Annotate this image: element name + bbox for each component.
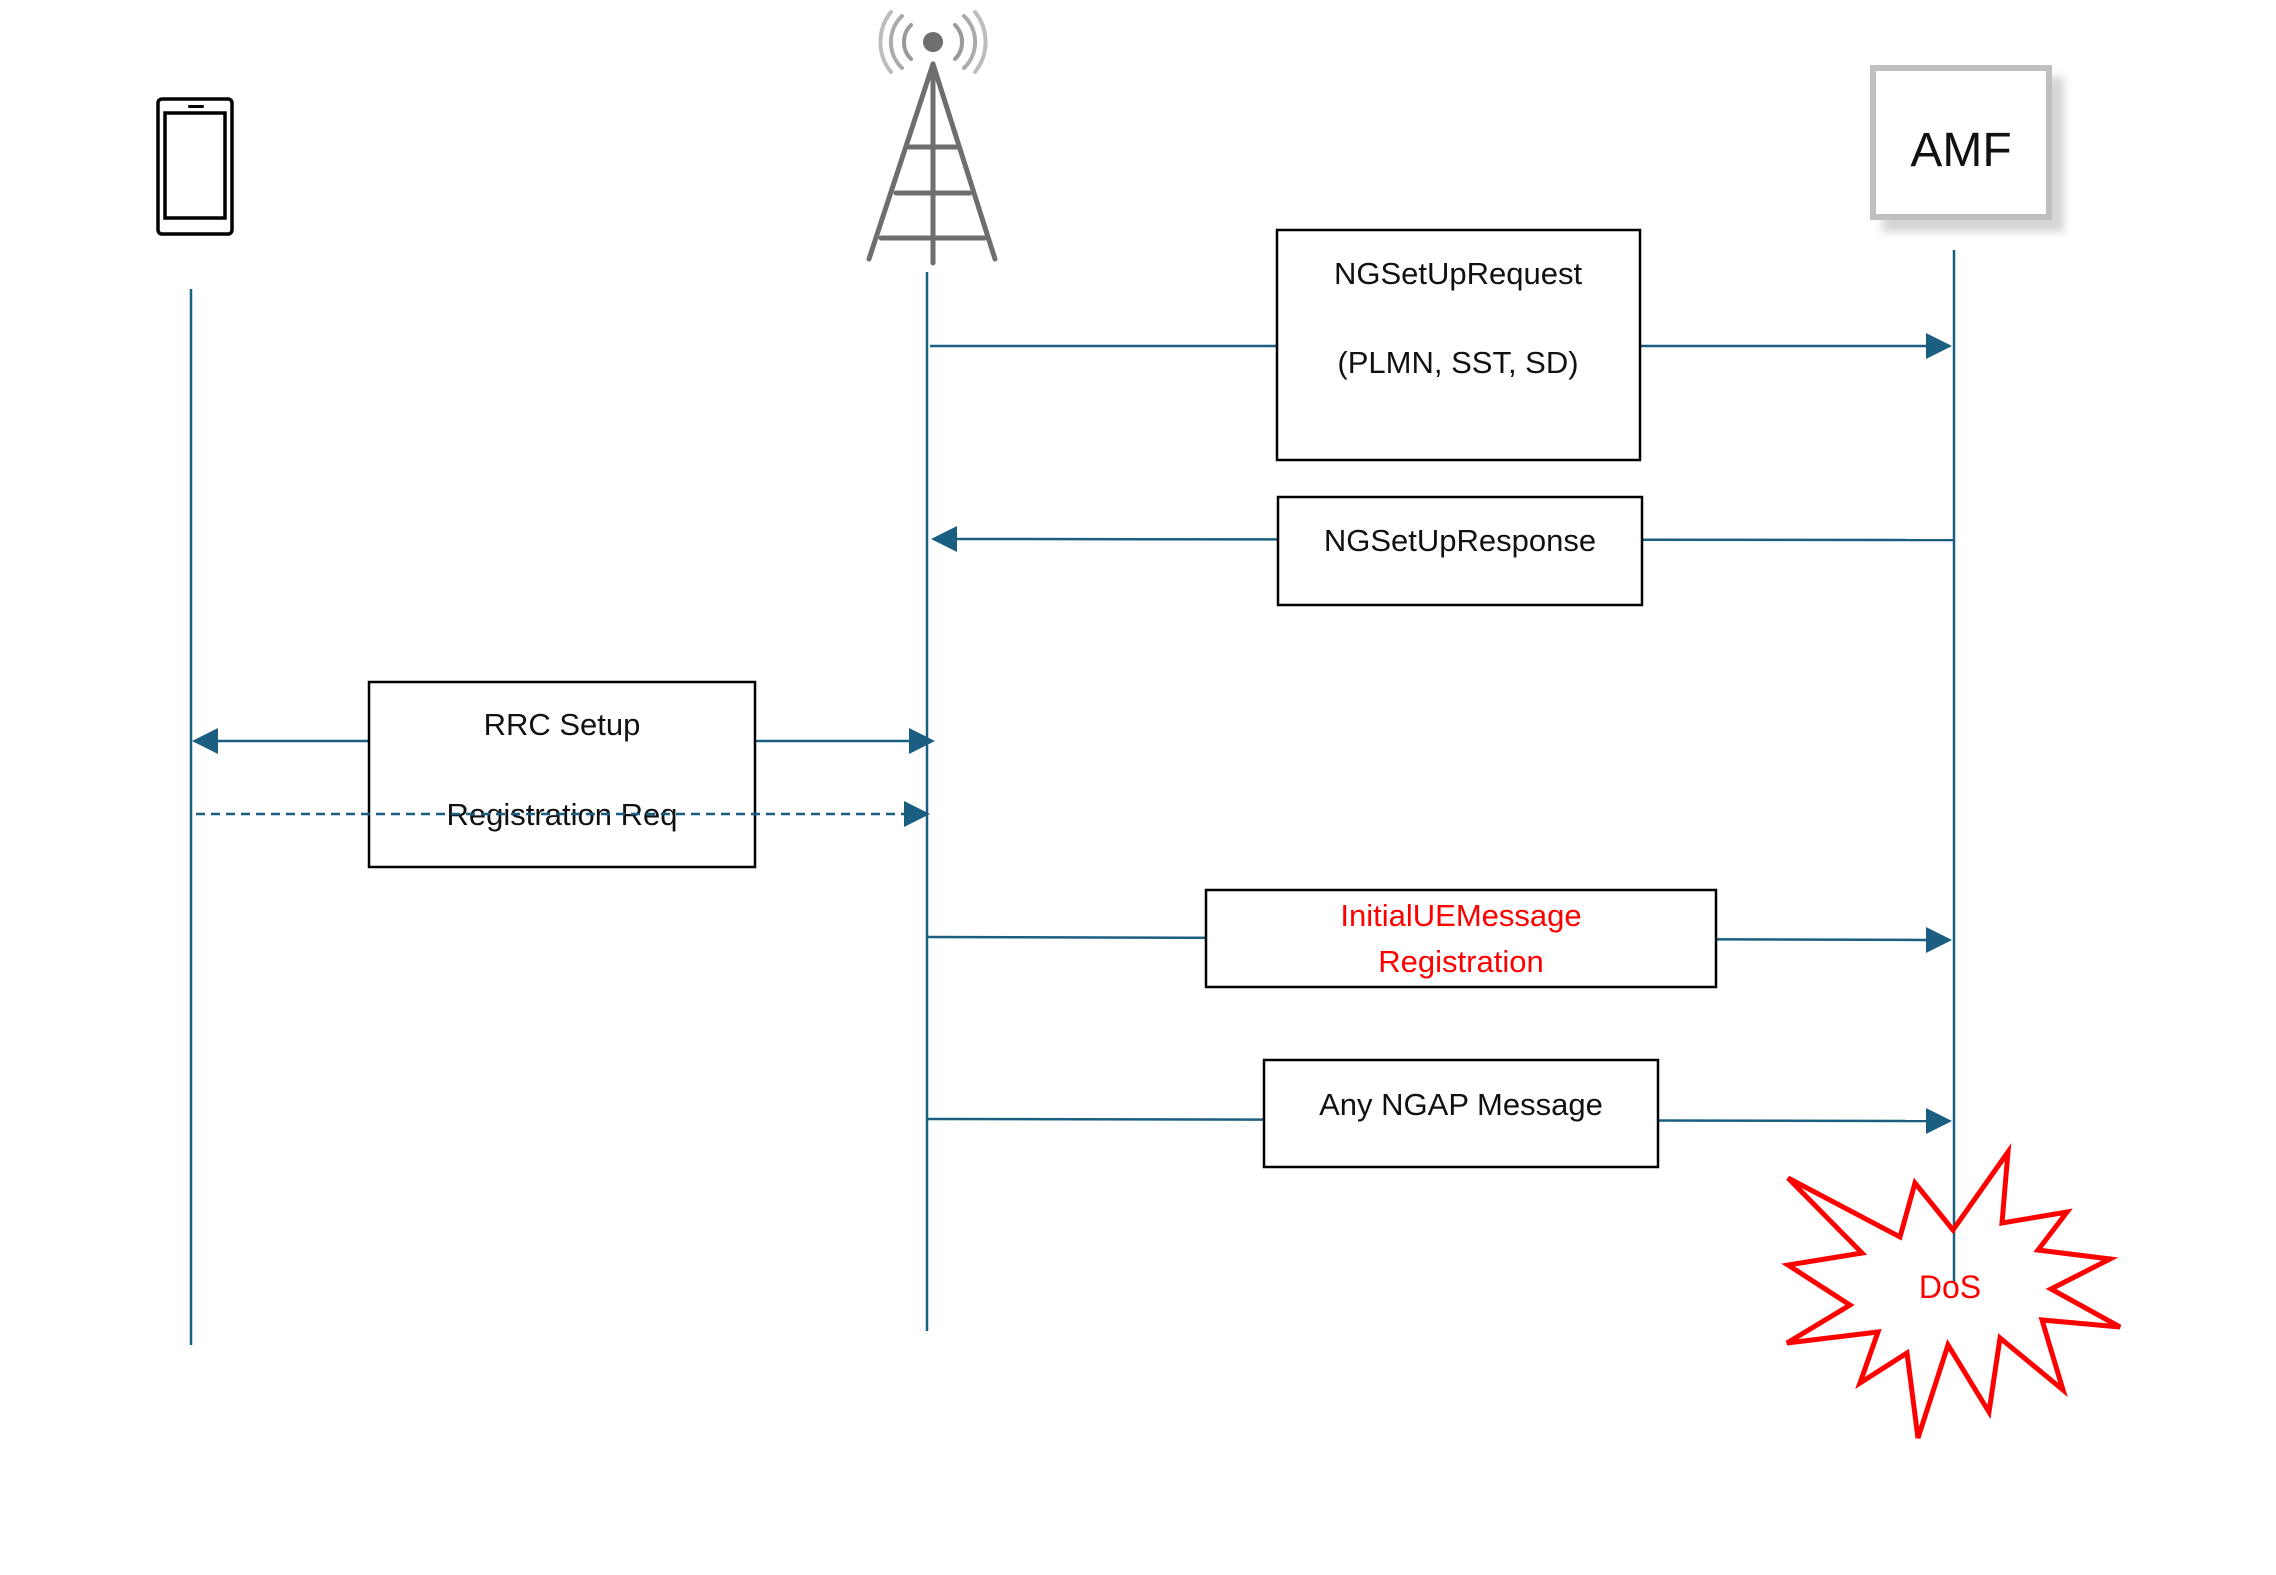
ngsetup-response-label: NGSetUpResponse bbox=[1324, 523, 1596, 558]
dos-label: DoS bbox=[1919, 1269, 1981, 1305]
arrowhead-icon bbox=[904, 801, 930, 827]
initial-ue-registration-label: Registration bbox=[1378, 944, 1543, 979]
initial-ue-label: InitialUEMessage bbox=[1340, 898, 1581, 933]
smartphone-icon bbox=[156, 97, 234, 236]
amf-label: AMF bbox=[1910, 124, 2011, 177]
arrowhead-icon bbox=[909, 728, 935, 754]
arrowhead-icon bbox=[1926, 333, 1952, 359]
any-ngap-label: Any NGAP Message bbox=[1319, 1087, 1603, 1122]
dos-burst: DoS bbox=[1781, 1143, 2122, 1439]
arrowhead-icon bbox=[931, 526, 957, 552]
message-any-ngap: Any NGAP Message bbox=[926, 1058, 1952, 1169]
rrc-setup-label: RRC Setup bbox=[484, 707, 641, 742]
rrc-message-box bbox=[367, 680, 757, 869]
message-initial-ue: InitialUEMessage Registration bbox=[926, 888, 1952, 989]
amf-node: AMF bbox=[1870, 65, 2064, 232]
arrowhead-icon bbox=[1926, 1108, 1952, 1134]
ngsetup-request-label: NGSetUpRequest bbox=[1334, 256, 1583, 291]
arrowhead-icon bbox=[192, 728, 218, 754]
arrowhead-icon bbox=[1926, 927, 1952, 953]
message-ngsetup-response: NGSetUpResponse bbox=[931, 495, 1955, 607]
message-registration-req bbox=[196, 801, 930, 827]
message-ngsetup-request: NGSetUpRequest (PLMN, SST, SD) bbox=[930, 228, 1952, 462]
ngsetup-request-params: (PLMN, SST, SD) bbox=[1337, 345, 1578, 380]
explosion-icon bbox=[1781, 1143, 2122, 1439]
cell-tower-icon bbox=[866, 10, 998, 266]
